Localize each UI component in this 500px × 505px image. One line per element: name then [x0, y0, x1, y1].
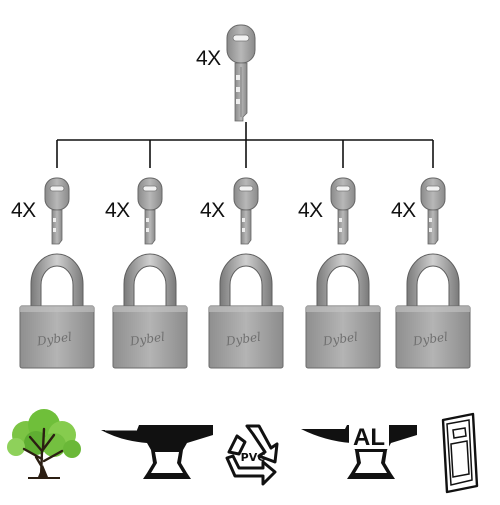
- connector-lines: [56, 122, 434, 168]
- lock-key-quantity: 4X: [298, 199, 323, 222]
- padlock-brand-engraving: Dybel: [35, 330, 73, 349]
- key-icon: [233, 177, 259, 245]
- padlock-icon: Dybel: [19, 253, 95, 369]
- master-key-quantity: 4X: [196, 47, 221, 70]
- padlock-icon: Dybel: [112, 253, 188, 369]
- padlock-brand-engraving: Dybel: [321, 330, 359, 349]
- key-icon: [330, 177, 356, 245]
- blister-pack-icon: [441, 412, 479, 494]
- key-icon: [44, 177, 70, 245]
- lock-group: Dybel: [395, 177, 471, 369]
- key-icon: [420, 177, 446, 245]
- master-key-icon: [226, 24, 256, 122]
- lock-group: Dybel: [19, 177, 95, 369]
- padlock-brand-engraving: Dybel: [224, 330, 262, 349]
- padlock-brand-engraving: Dybel: [128, 330, 166, 349]
- recycle-pvc-icon: PVC: [225, 424, 279, 486]
- anvil-icon: [101, 425, 213, 479]
- key-icon: [137, 177, 163, 245]
- pvc-label: PVC: [241, 451, 266, 464]
- anvil-aluminium-icon: AL: [301, 424, 417, 479]
- lock-key-quantity: 4X: [11, 199, 36, 222]
- lock-key-quantity: 4X: [105, 199, 130, 222]
- tree-icon: [7, 409, 81, 479]
- padlock-icon: Dybel: [395, 253, 471, 369]
- lock-key-quantity: 4X: [391, 199, 416, 222]
- padlock-icon: Dybel: [208, 253, 284, 369]
- al-label: AL: [353, 424, 385, 451]
- lock-group: Dybel: [112, 177, 188, 369]
- padlock-brand-engraving: Dybel: [411, 330, 449, 349]
- lock-group: Dybel: [305, 177, 381, 369]
- lock-key-quantity: 4X: [200, 199, 225, 222]
- padlock-icon: Dybel: [305, 253, 381, 369]
- lock-group: Dybel: [208, 177, 284, 369]
